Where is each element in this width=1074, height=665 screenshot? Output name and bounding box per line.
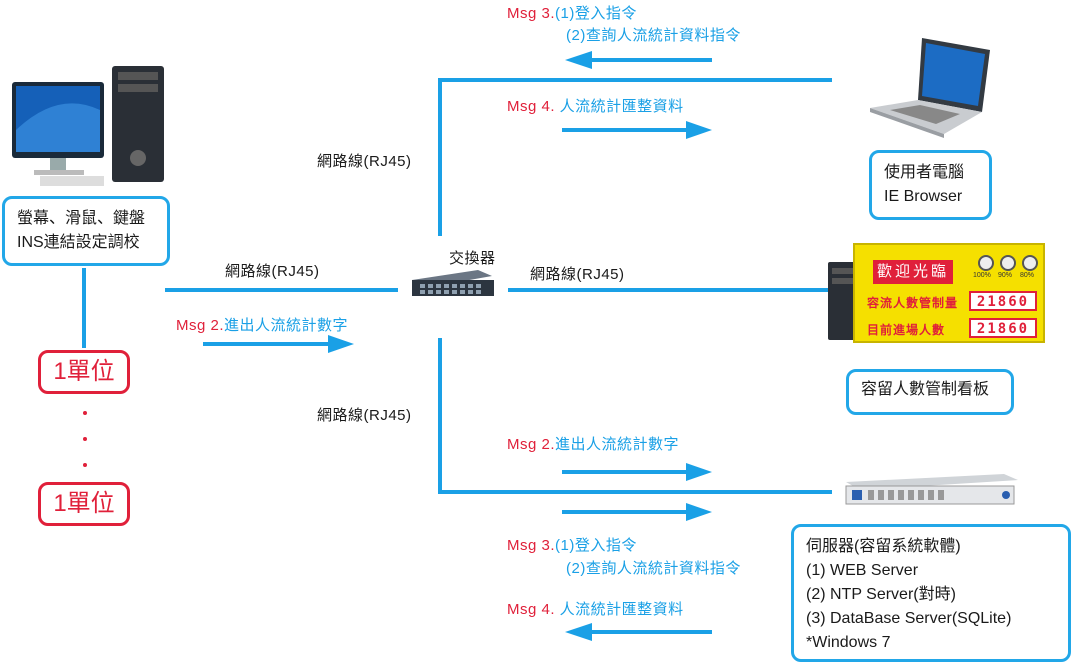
- cable-label-upper: 網路線(RJ45): [317, 153, 412, 170]
- lamp-icon: [1022, 255, 1038, 271]
- unit-box-2: 1單位: [38, 482, 130, 526]
- board-row1-value: 21860: [969, 291, 1037, 311]
- arrow-top-msg4: [562, 128, 688, 132]
- lamp-label: 90%: [998, 272, 1013, 279]
- lamp-label: 80%: [1020, 272, 1035, 279]
- server-line5: *Windows 7: [806, 634, 891, 651]
- server-box: 伺服器(容留系統軟體) (1) WEB Server (2) NTP Serve…: [791, 524, 1071, 662]
- lamp-label: 100%: [973, 272, 991, 279]
- board-row2-value: 21860: [969, 318, 1037, 338]
- server-line3: (2) NTP Server(對時): [806, 586, 956, 603]
- server-line1: 伺服器(容留系統軟體): [806, 538, 961, 555]
- top-msg3-line1: Msg 3.(1)登入指令: [507, 5, 637, 22]
- bottom-msg3-line1: Msg 3.(1)登入指令: [507, 537, 637, 554]
- occupancy-display-board: 歡迎光臨 100% 90% 80% 容流人數管制量 21860 目前進場人數 2…: [853, 243, 1045, 343]
- user-pc-line2: IE Browser: [884, 188, 963, 205]
- bottom-msg2: Msg 2.進出人流統計數字: [507, 436, 680, 453]
- server-line2: (1) WEB Server: [806, 562, 919, 579]
- arrow-left-msg2: [203, 342, 329, 346]
- lamp-icon: [978, 255, 994, 271]
- user-pc-box: 使用者電腦 IE Browser: [869, 150, 992, 220]
- laptop-icon: [870, 38, 990, 138]
- left-box-line1: 螢幕、滑鼠、鍵盤: [17, 210, 146, 227]
- cable-label-right: 網路線(RJ45): [530, 266, 625, 283]
- bottom-msg3-line2: (2)查詢人流統計資料指令: [566, 560, 741, 577]
- arrow-bottom-msg2-b: [562, 510, 688, 514]
- unit-box-1: 1單位: [38, 350, 130, 394]
- arrow-top-msg3: [590, 58, 712, 62]
- desktop-computer-icon: [12, 66, 164, 186]
- left-config-box: 螢幕、滑鼠、鍵盤 INS連結設定調校: [2, 196, 170, 266]
- bottom-msg4: Msg 4. 人流統計匯整資料: [507, 601, 684, 618]
- user-pc-line1: 使用者電腦: [884, 164, 965, 181]
- arrow-bottom-msg2-a: [562, 470, 688, 474]
- ellipsis-dot: [83, 411, 87, 415]
- cable-label-left: 網路線(RJ45): [225, 263, 320, 280]
- top-msg4: Msg 4. 人流統計匯整資料: [507, 98, 684, 115]
- switch-label: 交換器: [449, 250, 496, 267]
- board-row2-label: 目前進場人數: [867, 323, 946, 337]
- left-msg2: Msg 2.進出人流統計數字: [176, 317, 349, 334]
- network-switch-icon: [412, 270, 494, 296]
- arrow-bottom-msg4: [590, 630, 712, 634]
- rack-server-icon: [845, 474, 1018, 505]
- lamp-icon: [1000, 255, 1016, 271]
- cable-label-lower: 網路線(RJ45): [317, 407, 412, 424]
- top-msg3-line2: (2)查詢人流統計資料指令: [566, 27, 741, 44]
- board-welcome: 歡迎光臨: [873, 260, 953, 284]
- ellipsis-dot: [83, 437, 87, 441]
- ellipsis-dot: [83, 463, 87, 467]
- board-caption-box: 容留人數管制看板: [846, 369, 1014, 415]
- tower-computer-icon: [828, 262, 858, 340]
- left-box-line2: INS連結設定調校: [17, 234, 140, 251]
- board-row1-label: 容流人數管制量: [867, 296, 959, 310]
- server-line4: (3) DataBase Server(SQLite): [806, 610, 1012, 627]
